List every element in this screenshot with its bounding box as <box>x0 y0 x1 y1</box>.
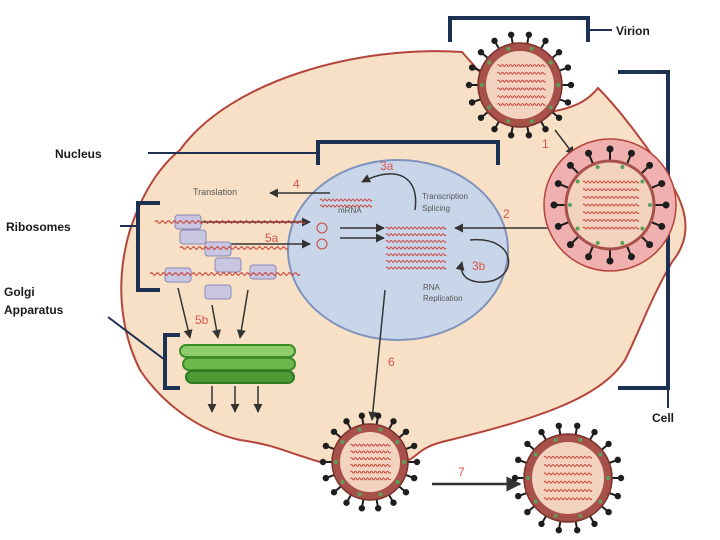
label-ribosomes: Ribosomes <box>6 220 71 234</box>
arrow-5b-1 <box>177 287 193 339</box>
ribosome-icon <box>214 257 242 273</box>
label-mrna: mRNA <box>338 206 362 215</box>
golgi-bracket <box>163 333 180 390</box>
arrow-5b-3 <box>236 289 249 339</box>
label-golgi-line1: Golgi <box>4 285 35 299</box>
arrow-3b <box>455 239 510 283</box>
virion-entering <box>465 31 575 139</box>
step-3b: 3b <box>472 259 486 273</box>
label-replication: Replication <box>423 294 463 303</box>
ribosomes-layer <box>149 214 306 300</box>
virion-budding <box>319 412 421 512</box>
arrow-5b-2 <box>211 304 221 339</box>
step-5a: 5a <box>265 231 279 245</box>
ribosome-icon <box>249 264 277 280</box>
arrow-6 <box>368 289 386 421</box>
label-cell: Cell <box>652 411 674 425</box>
endosome-layer <box>543 138 677 272</box>
rna-layer <box>316 198 447 270</box>
step-7: 7 <box>458 465 465 479</box>
label-golgi-line2: Apparatus <box>4 303 64 317</box>
virus-layer <box>319 31 625 534</box>
golgi-leader <box>107 316 166 361</box>
step-4: 4 <box>293 177 300 191</box>
ribosome-icon <box>179 229 207 245</box>
nucleus <box>287 159 509 341</box>
step-5b: 5b <box>195 313 209 327</box>
arrow-3a <box>361 173 417 211</box>
virion-released <box>511 422 625 534</box>
label-nucleus: Nucleus <box>55 147 102 161</box>
golgi-stack-icon <box>179 344 296 384</box>
label-splicing: Splicing <box>422 204 450 213</box>
ribosome-icon <box>204 284 232 300</box>
step-6: 6 <box>388 355 395 369</box>
step-2: 2 <box>503 207 510 221</box>
label-translation: Translation <box>193 187 237 197</box>
step-3a: 3a <box>380 159 394 173</box>
virion-bracket <box>448 16 590 42</box>
step-1: 1 <box>542 137 549 151</box>
label-rna: RNA <box>423 283 441 292</box>
ribosomes-bracket <box>136 201 160 292</box>
label-virion: Virion <box>616 24 650 38</box>
arrow-1 <box>554 129 575 156</box>
label-transcription: Transcription <box>422 192 468 201</box>
